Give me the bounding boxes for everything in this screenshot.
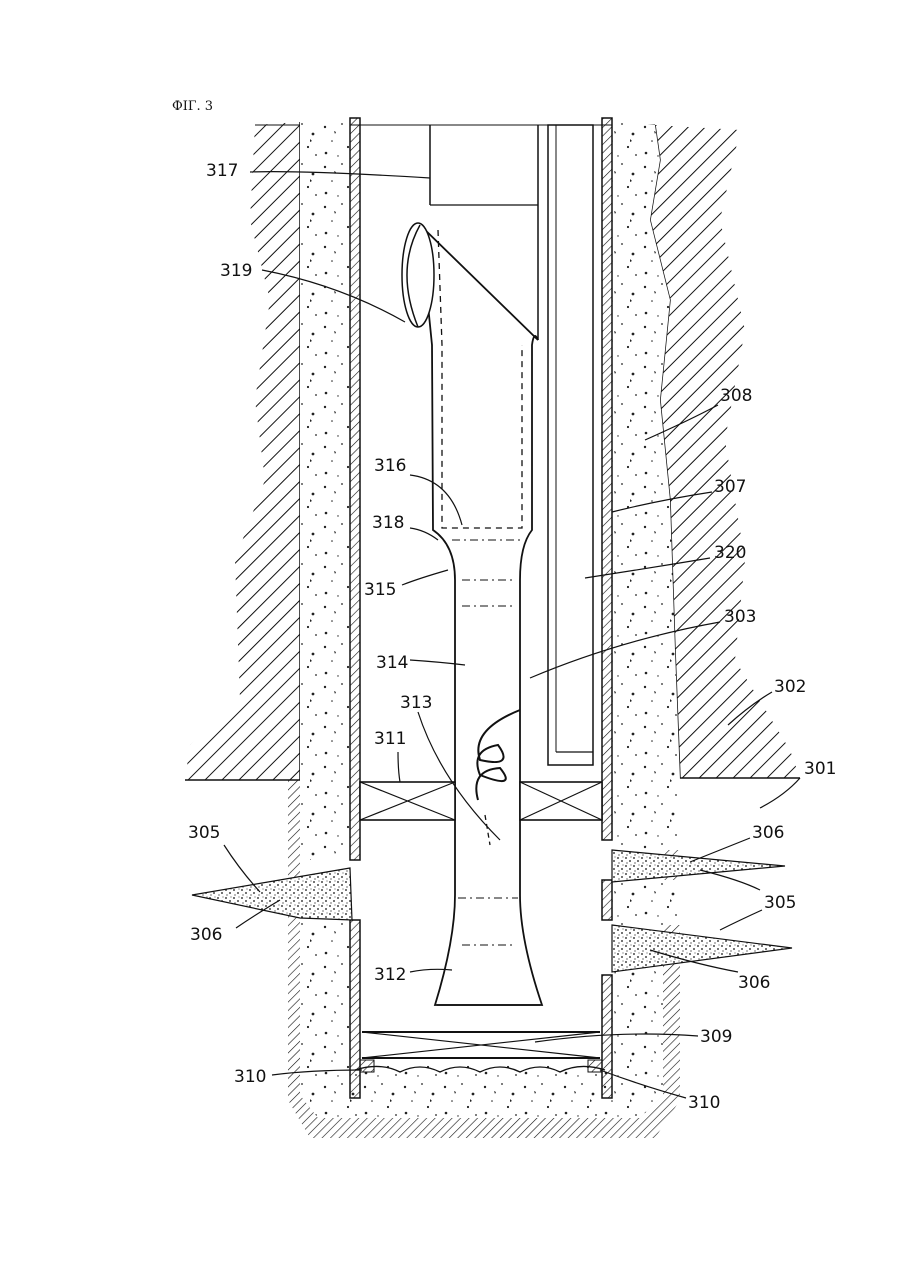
perforation-right-upper [612, 850, 785, 882]
perforation-right-lower [612, 925, 792, 972]
label-308: 308 [720, 386, 752, 406]
label-315: 315 [364, 580, 396, 600]
side-tube [548, 125, 593, 765]
perforation-left [192, 868, 352, 920]
casing-right [602, 118, 612, 1098]
label-303: 303 [724, 607, 756, 627]
label-305-right: 305 [764, 893, 796, 913]
label-317: 317 [206, 161, 238, 181]
label-313: 313 [400, 693, 432, 713]
label-311: 311 [374, 729, 406, 749]
label-305-left: 305 [188, 823, 220, 843]
casing-left [350, 118, 360, 1098]
upper-formation-left [185, 122, 300, 780]
label-306-left: 306 [190, 925, 222, 945]
label-310-left: 310 [234, 1067, 266, 1087]
label-309: 309 [700, 1027, 732, 1047]
downhole-tool-body [402, 223, 542, 1005]
label-319: 319 [220, 261, 252, 281]
label-320: 320 [714, 543, 746, 563]
label-318: 318 [372, 513, 404, 533]
label-312: 312 [374, 965, 406, 985]
label-314: 314 [376, 653, 408, 673]
label-301: 301 [804, 759, 836, 779]
label-306-right-upper: 306 [752, 823, 784, 843]
label-316: 316 [374, 456, 406, 476]
label-306-right-lower: 306 [738, 973, 770, 993]
label-310-right: 310 [688, 1093, 720, 1113]
label-307: 307 [714, 477, 746, 497]
label-302: 302 [774, 677, 806, 697]
